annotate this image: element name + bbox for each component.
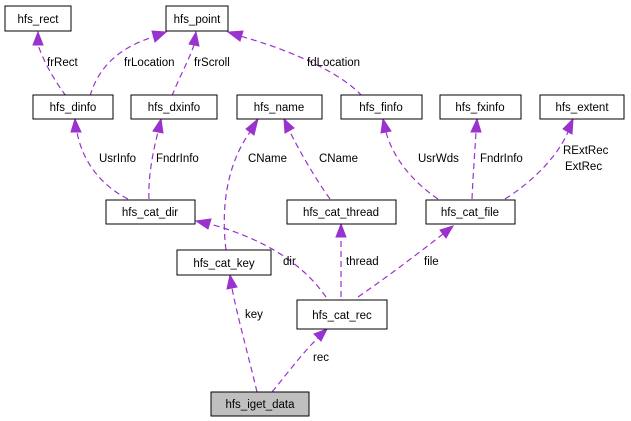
edge-usrinfo: UsrInfo	[70, 117, 136, 200]
edge-frscroll: frScroll	[171, 30, 230, 97]
arrowhead	[283, 117, 295, 134]
edge-label: file	[424, 256, 439, 268]
node-label: hfs_cat_dir	[122, 207, 178, 219]
edge-line	[271, 337, 319, 393]
node-hfs-dinfo[interactable]: hfs_dinfo	[32, 94, 114, 120]
node-hfs-cat-thread[interactable]: hfs_cat_thread	[286, 199, 397, 225]
node-label: hfs_finfo	[359, 102, 402, 114]
arrowhead	[226, 30, 244, 42]
arrowhead	[188, 30, 200, 47]
node-hfs-name[interactable]: hfs_name	[236, 94, 323, 120]
node-hfs-extent[interactable]: hfs_extent	[539, 94, 625, 120]
edge-cname-thread: CName	[283, 117, 358, 200]
arrowhead	[194, 218, 212, 230]
node-label: hfs_cat_file	[441, 207, 499, 219]
node-label: hfs_iget_data	[225, 399, 295, 411]
edge-line	[148, 131, 159, 200]
node-hfs-iget-data[interactable]: hfs_iget_data	[210, 391, 310, 417]
arrowhead	[562, 117, 574, 135]
node-hfs-finfo[interactable]: hfs_finfo	[340, 94, 423, 120]
edge-line	[471, 131, 477, 200]
edge-label: thread	[346, 256, 379, 268]
edge-line	[89, 36, 154, 97]
edge-label: UsrInfo	[99, 153, 136, 165]
edge-line	[76, 131, 129, 200]
arrowhead	[335, 222, 347, 238]
edge-file: file	[357, 225, 455, 298]
edge-label: CName	[248, 153, 287, 165]
edge-label: FndrInfo	[156, 153, 199, 165]
arrowhead	[152, 117, 164, 134]
arrowhead	[226, 273, 238, 290]
edge-key: key	[226, 273, 263, 393]
edge-label: RExtRec	[563, 145, 609, 157]
edge-label: ExtRec	[565, 161, 602, 173]
node-label: hfs_fxinfo	[455, 102, 504, 114]
edge-line	[357, 233, 444, 298]
arrowhead	[380, 117, 392, 134]
edge-line	[209, 223, 327, 298]
node-hfs-fxinfo[interactable]: hfs_fxinfo	[439, 94, 522, 120]
edge-label: key	[245, 309, 263, 321]
node-label: hfs_cat_thread	[303, 207, 379, 219]
node-label: hfs_dinfo	[50, 102, 97, 114]
edge-line	[231, 287, 258, 393]
edge-thread: thread	[335, 222, 379, 297]
edge-line	[289, 131, 331, 200]
edge-fndrinfo-dir: FndrInfo	[148, 117, 199, 200]
edge-frlocation: frLocation	[89, 30, 175, 97]
node-hfs-cat-file[interactable]: hfs_cat_file	[425, 199, 516, 225]
arrowhead	[70, 117, 82, 133]
node-label: hfs_name	[254, 102, 305, 114]
node-label: hfs_cat_rec	[312, 310, 372, 322]
node-label: hfs_point	[174, 14, 221, 26]
arrowhead	[32, 30, 44, 46]
edge-line	[37, 44, 67, 97]
edge-cname-key: CName	[223, 117, 287, 251]
node-hfs-cat-rec[interactable]: hfs_cat_rec	[296, 299, 388, 330]
arrowhead	[245, 117, 259, 136]
edge-label: frRect	[47, 57, 78, 69]
arrowhead	[439, 225, 455, 239]
edge-line	[385, 131, 439, 200]
node-label: hfs_cat_key	[193, 258, 255, 270]
node-label: hfs_dxinfo	[148, 102, 200, 114]
edge-label: CName	[319, 153, 358, 165]
edge-label: dir	[283, 256, 296, 268]
node-hfs-cat-dir[interactable]: hfs_cat_dir	[105, 199, 196, 225]
node-label: hfs_rect	[18, 14, 60, 26]
node-hfs-cat-key[interactable]: hfs_cat_key	[176, 249, 272, 276]
node-hfs-rect[interactable]: hfs_rect	[4, 5, 72, 32]
edge-frrect: frRect	[32, 30, 78, 97]
edge-dir: dir	[194, 218, 327, 298]
edge-label: fdLocation	[307, 57, 360, 69]
edge-usrwds: UsrWds	[380, 117, 459, 200]
edge-fdlocation: fdLocation	[226, 30, 363, 97]
edge-label: frScroll	[194, 57, 230, 69]
edge-label: FndrInfo	[480, 153, 523, 165]
edge-line	[223, 131, 251, 251]
edge-label: UsrWds	[418, 153, 459, 165]
edge-rec: rec	[271, 328, 329, 393]
node-hfs-point[interactable]: hfs_point	[165, 5, 229, 32]
arrowhead	[151, 30, 168, 43]
node-label: hfs_extent	[555, 102, 609, 114]
edge-fndrinfo-file: FndrInfo	[470, 117, 523, 200]
edge-line	[504, 131, 569, 200]
arrowhead	[313, 328, 329, 342]
edge-label: rec	[313, 352, 329, 364]
arrowhead	[470, 117, 482, 133]
edge-line	[171, 44, 195, 97]
node-hfs-dxinfo[interactable]: hfs_dxinfo	[130, 94, 218, 120]
edge-extrec: RExtRec ExtRec	[504, 117, 609, 200]
edge-label: frLocation	[124, 57, 175, 69]
edge-line	[239, 35, 363, 97]
